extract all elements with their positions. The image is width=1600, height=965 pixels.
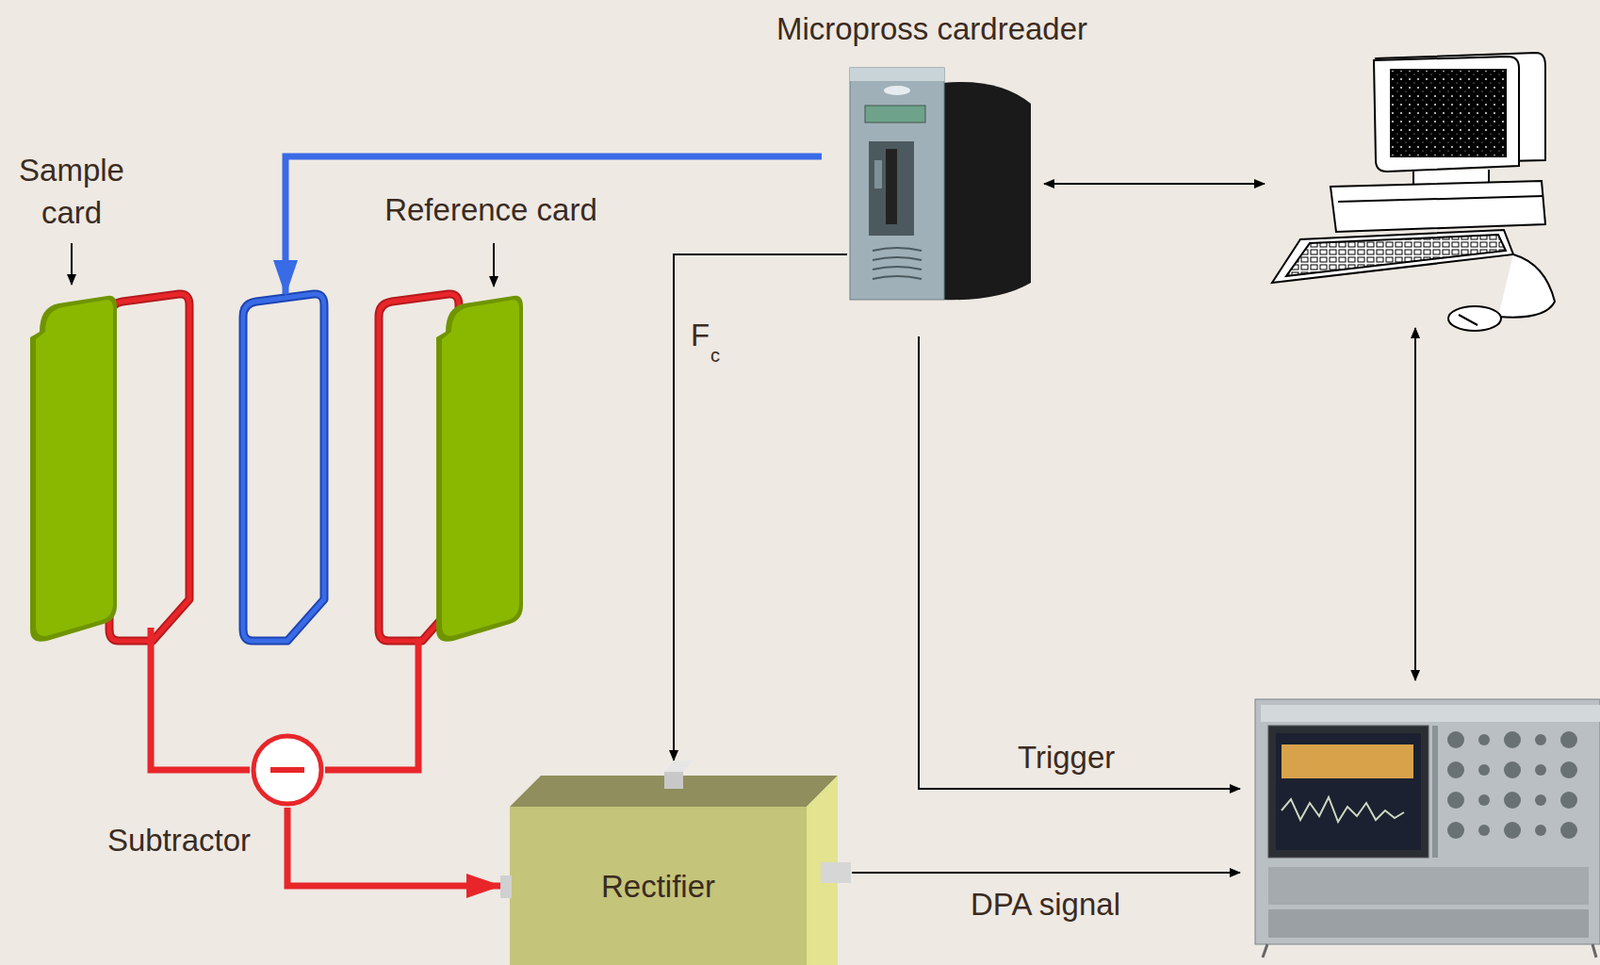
cardreader: Micropross cardreader (847, 65, 1031, 302)
clock-wire (673, 254, 848, 761)
signal-name: Trigger (1017, 738, 1115, 777)
signal-wire (287, 807, 501, 886)
signal-name: F (690, 316, 710, 355)
reference-card-shape (436, 293, 523, 643)
node-label: Rectifier (509, 806, 807, 965)
signal-subscript: c (710, 336, 720, 375)
sample-card-shape (30, 293, 117, 643)
node-label: Subtractor (84, 818, 274, 862)
sample-card: Sample card (30, 293, 117, 643)
subtractor-circle: Subtractor (249, 732, 326, 808)
reference-card: Reference card (436, 293, 523, 643)
cardreader-shape (847, 65, 1031, 302)
node-label: Reference card (349, 188, 633, 231)
rectifier-box: Rectifier (500, 760, 859, 965)
subtractor-circle-shape (249, 732, 326, 808)
node-label: Micropross cardreader (743, 7, 1121, 50)
rectifier-box-shape (500, 760, 859, 965)
node-label: Sample card (0, 148, 143, 234)
signal-name: DPA signal (970, 885, 1121, 924)
